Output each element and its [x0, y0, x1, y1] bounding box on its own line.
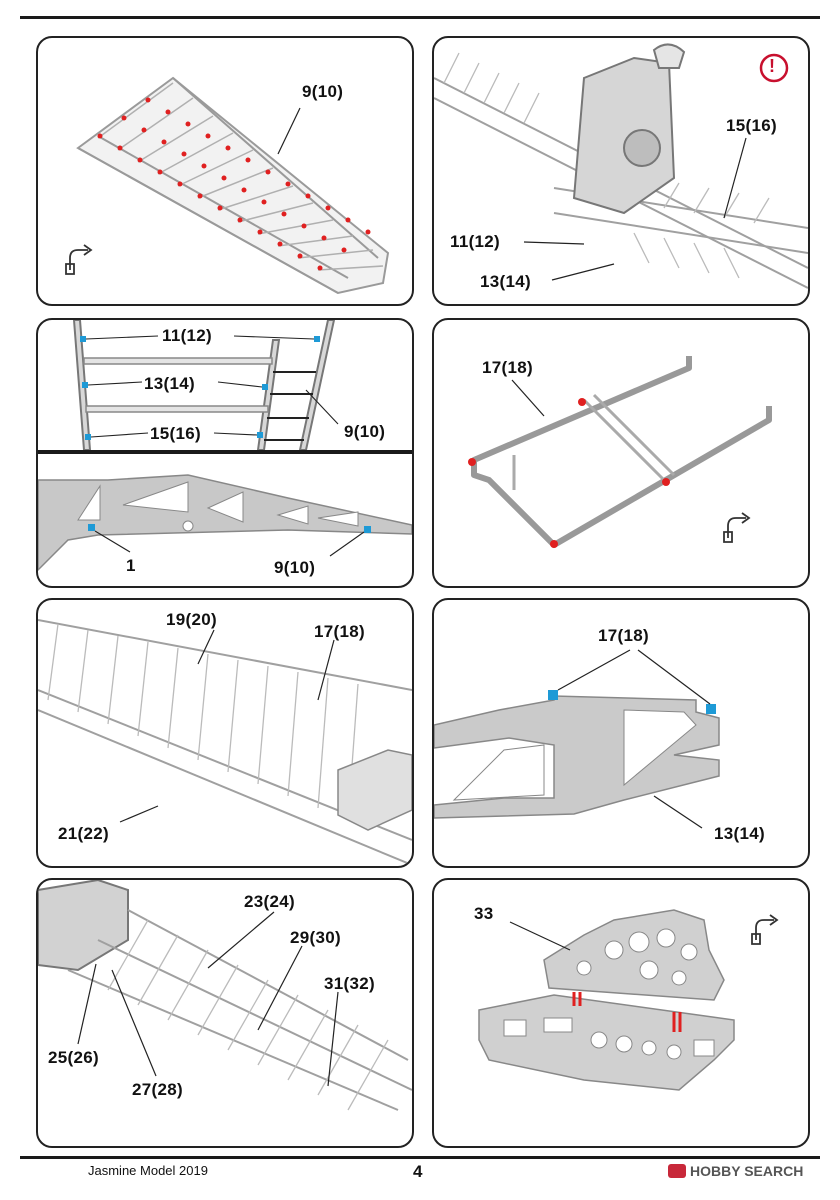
step-panel-5: 19(20) 17(18) 21(22): [36, 598, 414, 868]
step-panel-6: 17(18) 13(14): [432, 598, 810, 868]
warning-glyph: !: [769, 56, 776, 76]
glue-point-dot: [185, 121, 191, 127]
part-label: 1: [126, 556, 136, 575]
part-label: 23(24): [244, 892, 295, 911]
part-label: 17(18): [482, 358, 533, 377]
glue-point-dot: [145, 97, 151, 103]
part-label: 21(22): [58, 824, 109, 843]
glue-point-dot: [165, 109, 171, 115]
glue-point-dot: [341, 247, 347, 253]
wing-rib-frame-illustration: [65, 76, 390, 295]
step-panel-7: 23(24) 29(30) 31(32) 25(26) 27(28): [36, 878, 414, 1148]
glue-point-dot: [261, 199, 267, 205]
wing-assembly-illustration: [38, 619, 412, 866]
step-panel-4: 17(18): [432, 318, 810, 588]
spar-and-rib-diagram: [38, 320, 412, 572]
part-label: 17(18): [598, 626, 649, 645]
glue-point-dot: [345, 217, 351, 223]
glue-point-dot: [181, 151, 187, 157]
glue-point-dot: [285, 181, 291, 187]
part-label: 11(12): [162, 326, 213, 345]
part-label: 17(18): [314, 622, 365, 641]
glue-point-dot: [237, 217, 243, 223]
brand-text: HOBBY SEARCH: [690, 1163, 804, 1179]
glue-point-dot: [197, 193, 203, 199]
glue-point-dot: [157, 169, 163, 175]
glue-point-dot: [321, 235, 327, 241]
glue-point-dot: [277, 241, 283, 247]
part-label: 13(14): [714, 824, 765, 843]
part-label: 19(20): [166, 610, 217, 629]
wing-spar-assembly-illustration: [38, 880, 412, 1111]
glue-point-dot: [217, 205, 223, 211]
glue-point-dot: [365, 229, 371, 235]
brand-watermark: HOBBY SEARCH: [668, 1163, 803, 1179]
glue-point-dot: [205, 133, 211, 139]
part-label: 13(14): [480, 272, 531, 291]
glue-point-dot: [201, 163, 207, 169]
glue-point-dot: [301, 223, 307, 229]
rib-detail-diagram: [434, 649, 720, 829]
part-label: 29(30): [290, 928, 341, 947]
glue-point-dot: [221, 175, 227, 181]
part-label: 25(26): [48, 1048, 99, 1067]
frame-part-illustration: [468, 356, 772, 548]
step-panel-2: ! 15(16) 11(12) 13(14): [432, 36, 810, 306]
glue-point-dot: [325, 205, 331, 211]
part-label: 15(16): [150, 424, 201, 443]
step-panel-3: 11(12) 13(14) 15(16) 9(10) 1 9(10): [36, 318, 414, 588]
glue-point-dot: [97, 133, 103, 139]
glue-point-dot: [281, 211, 287, 217]
rotate-icon: [65, 244, 93, 275]
glue-point-dot: [297, 253, 303, 259]
fuselage-wing-assembly-illustration: [434, 43, 808, 289]
instrument-panel-parts-illustration: [478, 909, 779, 1091]
brand-logo-icon: [668, 1164, 686, 1178]
rotate-icon: [723, 512, 751, 543]
glue-point-dot: [305, 193, 311, 199]
part-label: 33: [474, 904, 494, 923]
part-label: 13(14): [144, 374, 195, 393]
glue-point-dot: [241, 187, 247, 193]
part-label: 9(10): [302, 82, 344, 101]
page-number: 4: [413, 1162, 423, 1181]
part-label: 9(10): [274, 558, 316, 577]
part-label: 15(16): [726, 116, 777, 135]
glue-point-dot: [257, 229, 263, 235]
glue-point-dot: [317, 265, 323, 271]
glue-point-dot: [137, 157, 143, 163]
rotate-icon: [751, 914, 779, 945]
copyright-text: Jasmine Model 2019: [88, 1163, 208, 1178]
part-label: 9(10): [344, 422, 386, 441]
glue-point-dot: [121, 115, 127, 121]
part-label: 11(12): [450, 232, 501, 251]
bottom-rule: [20, 1156, 820, 1159]
glue-point-dot: [117, 145, 123, 151]
glue-point-dot: [141, 127, 147, 133]
part-label: 31(32): [324, 974, 375, 993]
glue-point-dot: [245, 157, 251, 163]
step-panel-8: 33: [432, 878, 810, 1148]
top-rule: [20, 16, 820, 19]
glue-point-dot: [161, 139, 167, 145]
glue-point-dot: [177, 181, 183, 187]
glue-point-dot: [225, 145, 231, 151]
warning-icon: [759, 53, 789, 83]
step-panel-1: 9(10): [36, 36, 414, 306]
part-label: 27(28): [132, 1080, 183, 1099]
glue-point-dot: [265, 169, 271, 175]
